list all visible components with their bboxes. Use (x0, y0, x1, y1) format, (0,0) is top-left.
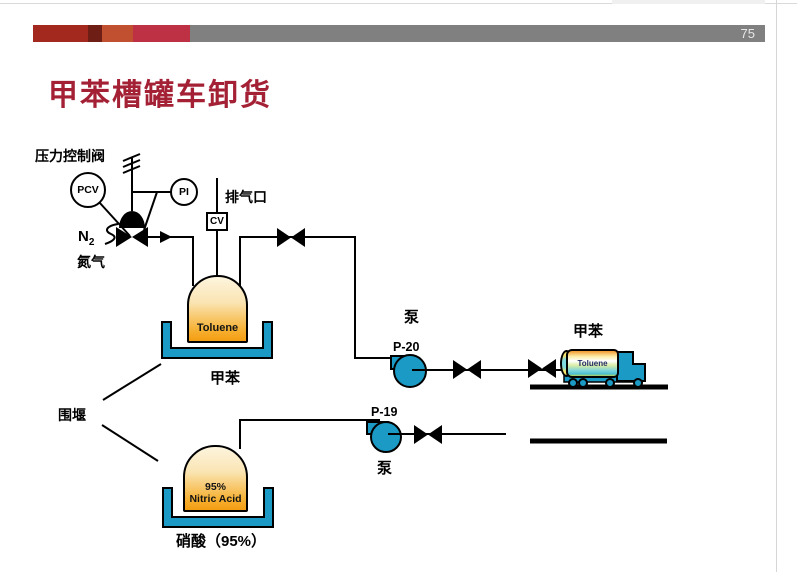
page-number: 75 (740, 26, 755, 41)
nitric-acid-storage-tank: 95% Nitric Acid (183, 445, 248, 512)
pi-tag: PI (179, 186, 189, 198)
nitric-tank-label-line2: Nitric Acid (189, 492, 242, 505)
pump-top-label: 泵 (404, 309, 420, 326)
header-bar-segment-4 (133, 25, 190, 42)
nitric-tank-label-line1: 95% (204, 480, 226, 493)
truck-tank-cylinder: Toluene (566, 349, 619, 378)
nitric-dike-basin (162, 487, 274, 528)
toluene-line-valve (277, 228, 305, 247)
flow-arrow (160, 231, 172, 243)
toluene-outlet-pipe (239, 236, 392, 359)
slide-title: 甲苯槽罐车卸货 (48, 79, 272, 112)
dike-pointer-upper (102, 363, 162, 401)
header-bar-segment-2 (88, 25, 102, 42)
pcv-tag: PCV (77, 184, 99, 196)
pcv-instrument: PCV (70, 172, 106, 208)
truck-wheels (568, 378, 643, 388)
header-bar-segment-3 (102, 25, 133, 42)
header-bar: 75 (33, 25, 765, 42)
header-bar-segment-1 (33, 25, 88, 42)
pump-p20-id: P-20 (393, 340, 420, 354)
dike-label: 围堰 (58, 407, 86, 423)
n2-pipe (148, 236, 194, 286)
nitric-outlet-pipe (239, 419, 380, 449)
p19-discharge-valve (414, 425, 442, 444)
p20-discharge-valve-2 (528, 359, 556, 378)
pump-bottom-label: 泵 (377, 460, 393, 477)
toluene-dike-basin (161, 321, 273, 359)
truck-caption: 甲苯 (573, 323, 604, 340)
n2-letter: N (78, 228, 89, 245)
pump-p19-body (370, 421, 402, 453)
page-top-border (0, 3, 797, 4)
pi-drop-line (143, 191, 158, 231)
nitric-tank-caption: 硝酸（95%） (176, 533, 267, 550)
dike-pointer-lower (101, 424, 159, 462)
page-right-border (776, 0, 777, 572)
nitrogen-label: 氮气 (77, 254, 105, 270)
cv-instrument: CV (206, 212, 228, 231)
n2-control-valve (116, 227, 148, 247)
toluene-tank-caption: 甲苯 (210, 370, 241, 387)
p20-discharge-valve-1 (453, 360, 481, 379)
n2-supply-squiggle (104, 223, 119, 245)
cv-tag: CV (210, 216, 224, 227)
vent-label: 排气口 (225, 189, 267, 205)
header-bar-gray: 75 (190, 25, 765, 42)
toluene-tank-label: Toluene (196, 322, 239, 334)
truck-tank-label: Toluene (577, 359, 608, 368)
truck-cab (616, 351, 646, 382)
n2-subscript: 2 (88, 237, 95, 248)
pump-p19-id: P-19 (371, 405, 398, 419)
n2-symbol: N2 (78, 228, 94, 248)
pcv-signal-line (98, 201, 131, 237)
watermark (612, 0, 765, 4)
pressure-control-valve-label: 压力控制阀 (35, 148, 105, 164)
pi-instrument: PI (170, 178, 198, 206)
valve-actuator-dome (119, 211, 145, 228)
toluene-storage-tank: Toluene (187, 275, 248, 343)
